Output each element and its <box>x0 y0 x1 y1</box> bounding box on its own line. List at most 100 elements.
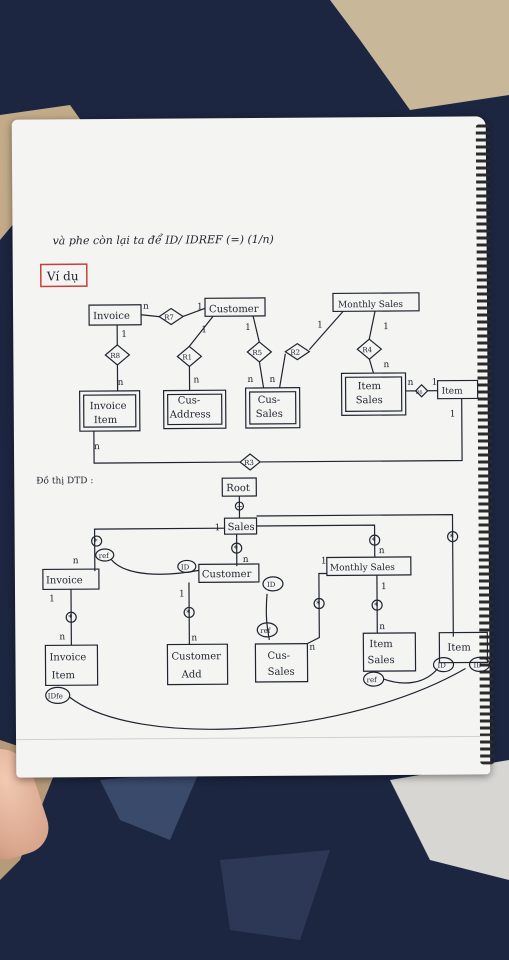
dtd-cus-sales-label-2: Sales <box>268 667 295 678</box>
er-invoice-box <box>88 304 142 326</box>
dtd-star-circle <box>91 535 103 547</box>
er-r7-diamond <box>158 307 185 326</box>
dtd-card: 1 <box>215 523 221 533</box>
dtd-star-marker: * <box>68 613 72 622</box>
dtd-monthly-sales-label: Monthly Sales <box>330 563 395 573</box>
notebook-page: và phe còn lại ta để ID/ IDREF (=) (1/n)… <box>11 116 495 778</box>
dtd-plus-marker: + <box>236 502 243 511</box>
er-card: n <box>408 378 414 388</box>
dtd-item-box <box>438 631 489 664</box>
er-monthly-sales-label: Monthly Sales <box>338 300 403 310</box>
dtd-item-sales-label-2: Sales <box>367 655 394 666</box>
er-r8-label: R8 <box>110 352 120 360</box>
er-cus-address-box <box>163 389 227 430</box>
dtd-star-marker: * <box>186 608 190 617</box>
er-card: 1 <box>383 322 389 332</box>
dtd-id-bubble-text: ID <box>438 662 447 670</box>
dtd-invoice-item-box <box>44 644 99 687</box>
er-r2-label: R2 <box>290 349 300 357</box>
dtd-customer-label: Customer <box>202 569 252 580</box>
er-invoice-item-box <box>79 390 141 432</box>
dtd-card: 1 <box>49 594 55 604</box>
dtd-card: 1 <box>381 582 387 592</box>
er-cus-sales-label-1: Cus- <box>258 395 281 406</box>
er-card: n <box>193 375 199 385</box>
handwritten-diagram: và phe còn lại ta để ID/ IDREF (=) (1/n)… <box>16 233 491 741</box>
dtd-customer-add-box <box>166 643 229 686</box>
example-label: Ví dụ <box>46 269 79 283</box>
dtd-ref-bubble-text: ref <box>99 552 111 560</box>
dtd-monthly-sales-box <box>326 556 412 577</box>
dtd-card: n <box>59 632 65 642</box>
dtd-card: n <box>309 643 315 653</box>
er-r5-label: R5 <box>252 349 262 357</box>
er-r4-label: R4 <box>362 346 372 354</box>
header-line: và phe còn lại ta để ID/ IDREF (=) (1/n) <box>53 233 274 248</box>
er-r6-label: R6 <box>416 390 423 396</box>
er-customer-box <box>204 297 266 317</box>
dtd-ref-bubble-text: ref <box>367 676 379 684</box>
er-item-sales-box <box>340 372 407 416</box>
dtd-card: n <box>191 633 197 643</box>
er-r3-diamond <box>239 453 262 471</box>
er-invoice-item-label-1: Invoice <box>90 401 127 412</box>
er-item-sales-label-2: Sales <box>356 395 383 406</box>
er-item-box <box>436 379 479 400</box>
dtd-card: 1 <box>321 556 327 566</box>
dtd-card: n <box>243 555 249 565</box>
dtd-item-sales-label-1: Item <box>369 639 393 650</box>
dtd-sales-label: Sales <box>228 522 255 533</box>
dtd-card: n <box>379 622 385 632</box>
dtd-cus-sales-box <box>254 643 309 683</box>
er-cus-sales-box <box>244 387 301 429</box>
er-card: 1 <box>197 302 203 312</box>
er-card: 1 <box>432 378 438 388</box>
dtd-invoice-item-label-2: Item <box>52 670 76 681</box>
dtd-id-bubble-text: ID <box>181 563 190 571</box>
dtd-id-bubble-text: ID <box>474 661 483 669</box>
er-r3-label: R3 <box>244 459 254 467</box>
dtd-card: 1 <box>179 589 185 599</box>
er-cus-sales-label-2: Sales <box>256 409 283 420</box>
dtd-root-label: Root <box>226 483 250 494</box>
er-card: n <box>94 442 100 452</box>
er-card: n <box>383 360 389 370</box>
dtd-idfe-bubble-text: IDfe <box>48 692 63 700</box>
er-invoice-label: Invoice <box>93 311 130 322</box>
dtd-ref-bubble-text: ref <box>260 627 272 635</box>
dtd-star-marker: * <box>94 537 98 546</box>
dtd-invoice-label: Invoice <box>46 575 83 586</box>
er-card: n <box>269 375 275 385</box>
dtd-customer-box <box>198 563 260 583</box>
dtd-customer-add-label-2: Add <box>181 669 203 680</box>
dtd-item-label: Item <box>447 642 471 653</box>
er-r7-label: R7 <box>164 314 174 322</box>
er-r1-label: R1 <box>182 353 192 361</box>
er-invoice-item-label-2: Item <box>94 415 118 426</box>
dtd-id-bubble-text: ID <box>267 581 276 589</box>
er-item-sales-label-1: Item <box>358 381 382 392</box>
dtd-cus-sales-label-1: Cus- <box>267 651 290 662</box>
er-card: 1 <box>450 410 456 420</box>
dtd-invoice-item-label-1: Invoice <box>49 652 86 663</box>
dtd-star-marker: * <box>450 533 454 542</box>
dtd-star-marker: * <box>372 536 376 545</box>
dtd-label: Đồ thị DTD : <box>36 475 93 486</box>
er-monthly-sales-box <box>332 292 420 313</box>
er-r2-diamond <box>284 342 311 361</box>
dtd-card: n <box>73 556 79 566</box>
dtd-star-marker: * <box>374 601 378 610</box>
dtd-item-sales-box <box>362 632 417 672</box>
er-card: n <box>247 375 253 385</box>
er-cus-address-label-1: Cus- <box>178 395 201 406</box>
er-card: 1 <box>201 325 207 335</box>
er-card: 1 <box>317 320 323 330</box>
er-card: 1 <box>245 323 251 333</box>
dtd-star-marker: * <box>316 600 320 609</box>
er-card: n <box>118 378 124 388</box>
er-card: 1 <box>121 330 127 340</box>
er-item-label: Item <box>442 387 464 397</box>
er-customer-label: Customer <box>209 304 259 315</box>
dtd-card: n <box>379 546 385 556</box>
example-label-box <box>39 263 88 288</box>
